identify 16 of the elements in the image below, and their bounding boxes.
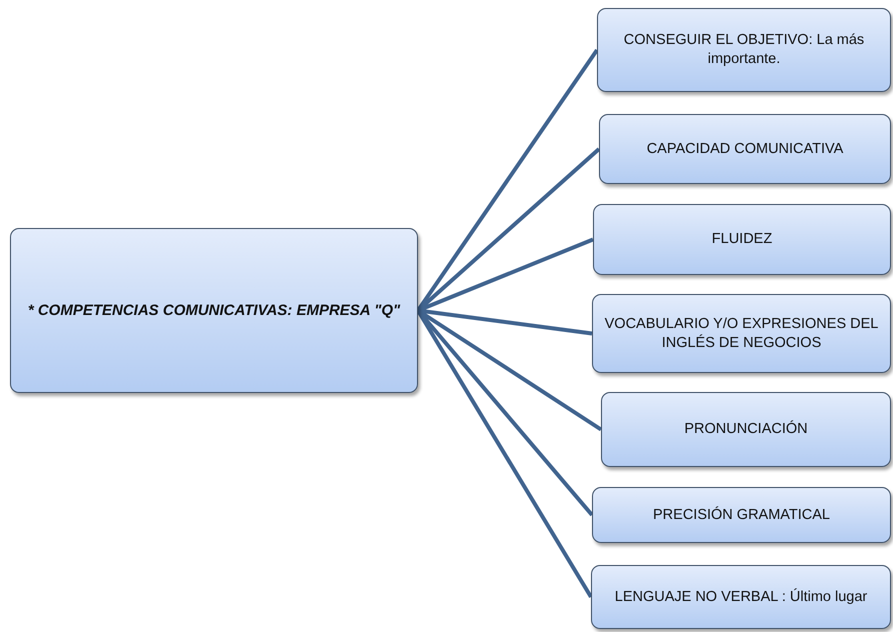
topic-box [597, 8, 891, 92]
box-label: FLUIDEZ [712, 230, 772, 249]
topic-box [591, 565, 891, 629]
topic-box [592, 487, 891, 543]
box-label: PRECISIÓN GRAMATICAL [653, 506, 830, 524]
central-box [10, 228, 418, 393]
box-label: * COMPETENCIAS COMUNICATIVAS: EMPRESA "Q" [28, 300, 400, 320]
topic-box [593, 204, 891, 275]
box-label: CONSEGUIR EL OBJETIVO: La más importante. [622, 31, 866, 69]
topic-box [601, 392, 891, 467]
box-label: CAPACIDAD COMUNICATIVA [646, 140, 844, 158]
topic-box [599, 114, 891, 184]
box-label: LENGUAJE NO VERBAL : Último lugar [614, 588, 868, 606]
box-label: VOCABULARIO Y/O EXPRESIONES DEL INGLÉS DE NEGOCIOS [604, 314, 880, 352]
topic-box [592, 294, 891, 373]
box-label: PRONUNCIACIÓN [684, 420, 808, 439]
